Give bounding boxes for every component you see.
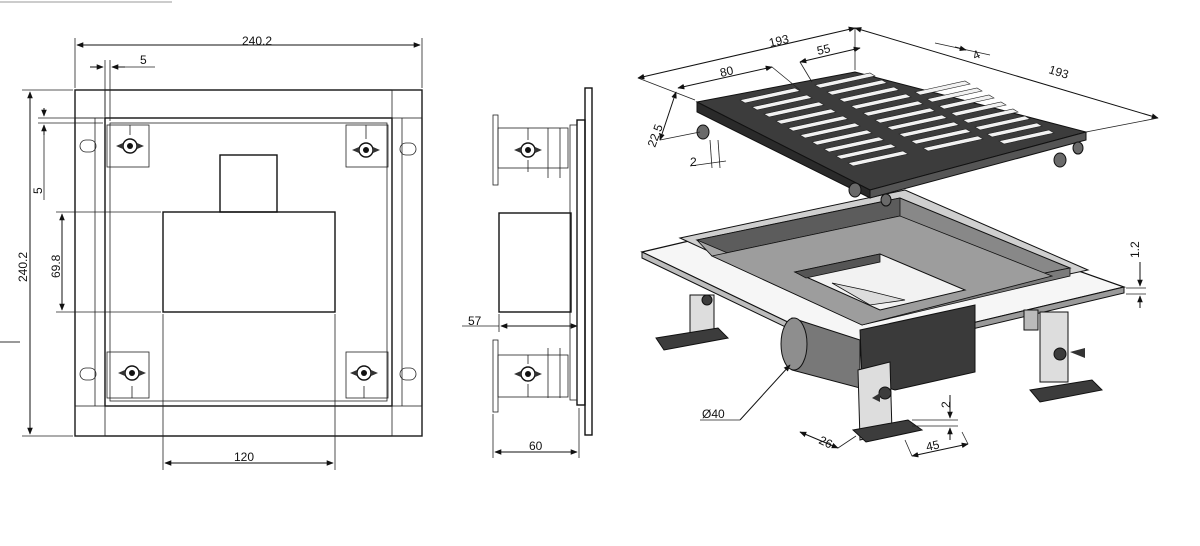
leveling-bracket-bl (106, 351, 150, 399)
dim-26: 26 (799, 431, 857, 451)
side-grate-edge (584, 87, 593, 436)
iso-outlet-pipe (780, 317, 861, 389)
dim-193-right: 193 (854, 27, 1159, 133)
dim-label-240-top: 240.2 (242, 34, 272, 48)
dim-box-height: 69.8 (49, 211, 161, 313)
front-view: 240.2 5 240.2 5 69.8 (16, 34, 423, 470)
mount-slot-tr (399, 142, 417, 156)
dim-label-22-5: 22.5 (645, 122, 666, 149)
outlet-neck (219, 154, 278, 213)
iso-leg-back (1023, 309, 1039, 331)
corner-plate-bl (74, 405, 106, 437)
dim-label-5-top: 5 (140, 53, 147, 67)
isometric-view: 193 193 80 55 4 22.5 (637, 26, 1159, 458)
dim-label-2-grate: 2 (690, 155, 697, 169)
dim-label-5-left: 5 (31, 187, 45, 194)
corner-plate-tr (391, 89, 423, 119)
dim-small-5-top: 5 (90, 53, 155, 121)
dim-label-69-8: 69.8 (49, 254, 63, 278)
dim-label-120: 120 (234, 450, 254, 464)
dim-label-26: 26 (817, 433, 835, 451)
dim-label-80: 80 (719, 63, 735, 80)
dim-80: 80 (677, 63, 801, 91)
dim-label-45: 45 (925, 437, 941, 454)
dim-box-width: 120 (162, 314, 336, 470)
corner-plate-tl (74, 89, 106, 119)
dim-60: 60 (492, 408, 580, 458)
side-outlet-box (498, 212, 572, 313)
iso-leg-left (655, 294, 730, 351)
side-bracket-bottom (492, 339, 569, 413)
dim-label-55: 55 (816, 41, 832, 58)
dim-label-pipe: Ø40 (702, 407, 725, 421)
dim-label-2-leg: 2 (939, 401, 953, 408)
leveling-bracket-br (345, 351, 389, 399)
dim-55: 55 (799, 41, 861, 83)
leveling-bracket-tl (106, 124, 150, 168)
mount-slot-bl (79, 367, 97, 381)
dim-45: 45 (904, 431, 969, 458)
inner-frame (104, 117, 393, 407)
leveling-bracket-tr (345, 124, 389, 168)
dim-1-2: 1.2 (1126, 241, 1146, 308)
dim-label-193-front: 193 (768, 32, 791, 50)
iso-leg-mid (851, 361, 924, 443)
dim-width-top: 240.2 (74, 34, 423, 88)
side-flange (576, 119, 586, 406)
dim-small-5-left: 5 (31, 108, 103, 200)
dim-label-1-2: 1.2 (1128, 241, 1142, 258)
side-view: 57 60 (462, 87, 593, 458)
mount-slot-br (399, 367, 417, 381)
dim-label-60: 60 (529, 439, 543, 453)
corner-plate-br (391, 405, 423, 437)
dim-height-left: 240.2 (16, 89, 73, 437)
outlet-box (162, 211, 336, 313)
dim-label-4: 4 (970, 47, 982, 63)
side-bracket-top (492, 114, 569, 186)
dim-57: 57 (462, 314, 578, 332)
outer-frame (74, 89, 423, 437)
dim-pipe: Ø40 (700, 364, 791, 421)
dim-2-grate: 2 (689, 139, 727, 169)
inner-frame-edge (109, 122, 388, 402)
dim-22-5: 22.5 (645, 91, 701, 149)
mount-slot-tl (79, 139, 97, 153)
dim-2-leg: 2 (912, 395, 958, 440)
dim-label-240-left: 240.2 (16, 252, 30, 282)
iso-leg-right (1029, 311, 1104, 403)
iso-grate (695, 71, 1088, 207)
dim-label-193-right: 193 (1047, 62, 1071, 81)
dim-label-57: 57 (468, 314, 482, 328)
